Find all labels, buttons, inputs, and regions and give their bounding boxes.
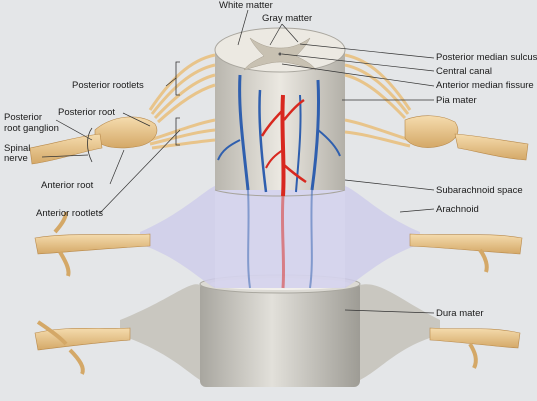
label-dura-mater: Dura mater [436, 308, 484, 319]
label-posterior-root-ganglion-1: Posterior [4, 112, 43, 123]
arachnoid-layer [140, 186, 420, 288]
label-posterior-root-ganglion-2: root ganglion [4, 123, 59, 134]
central-canal [278, 52, 282, 56]
label-white-matter: White matter [219, 0, 273, 11]
label-posterior-rootlets: Posterior rootlets [72, 80, 144, 91]
ganglion-bracket [87, 127, 93, 163]
label-arachnoid: Arachnoid [436, 204, 479, 215]
label-anterior-rootlets: Anterior rootlets [36, 208, 104, 219]
label-anterior-median-fissure: Anterior median fissure [436, 80, 534, 91]
label-anterior-root: Anterior root [41, 180, 94, 191]
spinal-cord [214, 27, 346, 197]
middle-spinal-nerves [34, 211, 523, 277]
label-gray-matter: Gray matter [262, 13, 313, 24]
label-pia-mater: Pia mater [436, 95, 477, 106]
label-spinal-nerve-1: Spinal [4, 143, 31, 154]
dura-mater [120, 274, 440, 387]
upper-left-nerve [29, 53, 216, 165]
label-central-canal: Central canal [436, 66, 492, 77]
lower-spinal-nerves [34, 320, 521, 375]
rootlets-bracket [175, 61, 180, 146]
label-posterior-root: Posterior root [58, 107, 116, 118]
vessels-through-arachnoid [247, 189, 313, 289]
leader-lines [41, 9, 435, 314]
upper-right-nerve [344, 53, 529, 161]
label-spinal-nerve-2: nerve [4, 153, 28, 164]
posterior-root-ganglion [94, 116, 158, 149]
label-subarachnoid-space: Subarachnoid space [436, 185, 523, 196]
label-posterior-median-sulcus: Posterior median sulcus [436, 52, 537, 63]
